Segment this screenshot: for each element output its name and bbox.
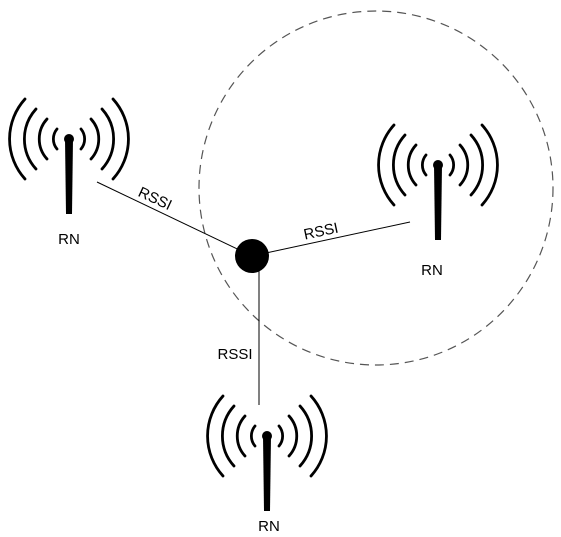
radio-tower-icon xyxy=(206,394,328,511)
node-dot-icon xyxy=(235,239,269,273)
rn-label-right: RN xyxy=(421,262,443,279)
rn-label-bottom: RN xyxy=(258,518,280,535)
range-circle xyxy=(198,10,554,366)
radio-tower-icon xyxy=(8,97,130,214)
link-label-right: RSSI xyxy=(302,220,340,244)
rn-right-group: RN xyxy=(377,123,499,279)
link-label-bottom: RSSI xyxy=(217,346,252,363)
link-line-left xyxy=(96,181,253,257)
radio-tower-icon xyxy=(377,123,499,240)
link-line-right xyxy=(251,221,411,257)
rn-label-left: RN xyxy=(58,231,80,248)
rn-left-group: RN xyxy=(8,97,130,248)
rn-bottom-group: RN xyxy=(206,394,328,535)
